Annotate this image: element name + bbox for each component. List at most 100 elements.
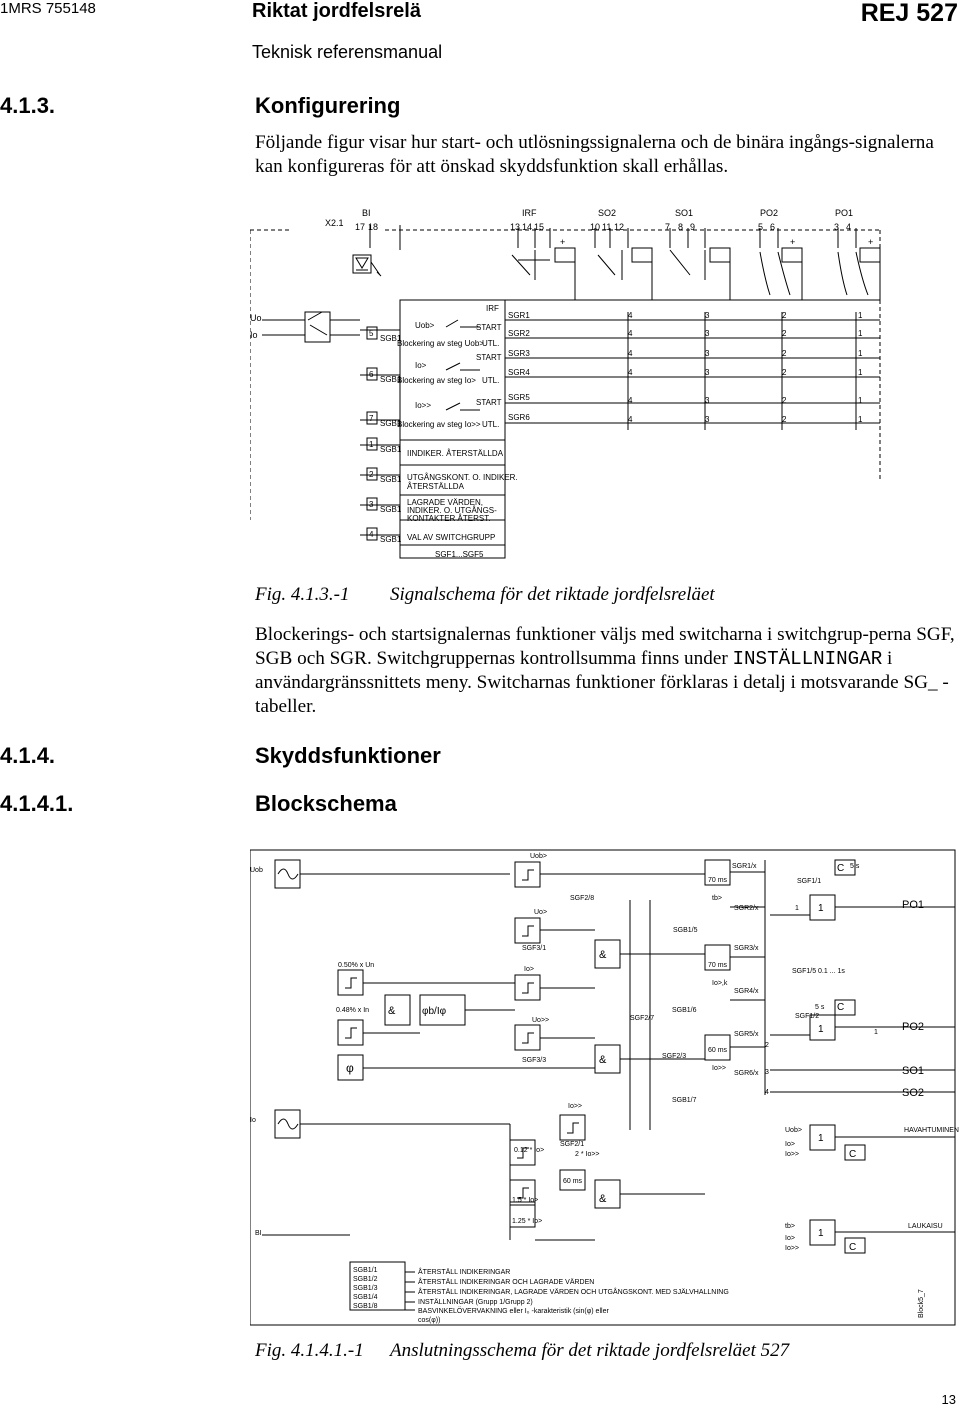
utl-label: UTL.	[482, 420, 499, 429]
utgang-label: UTGÅNGSKONT. O. INDIKER.	[407, 473, 518, 482]
input-uo: Uo	[250, 313, 262, 323]
diagram-label: Io>>	[712, 1065, 726, 1072]
matrix-number: 3	[705, 329, 710, 338]
terminal-number: 12	[614, 222, 624, 232]
diagram-label: 0.50% x Un	[338, 962, 374, 969]
sgb-label: SGB1	[380, 475, 402, 484]
matrix-number: 2	[782, 329, 787, 338]
figure1-label: Fig. 4.1.3.-1	[255, 584, 350, 605]
document-title: Riktat jordfelsrelä	[252, 0, 421, 22]
diagram-label: 1.25 * Io>	[512, 1218, 542, 1225]
and-gate: &	[599, 1054, 607, 1066]
matrix-number: 1	[858, 349, 863, 358]
section-title: Skyddsfunktioner	[255, 743, 441, 768]
switch-paragraph: Blockerings- och startsignalernas funkti…	[255, 623, 955, 719]
diagram-label: Io>	[524, 966, 534, 973]
terminal-so2: SO2	[598, 208, 616, 218]
diagram-label: 0.48% x In	[336, 1007, 369, 1014]
terminal-number: 18	[368, 222, 378, 232]
matrix-number: 4	[628, 349, 633, 358]
diagram-label: 1.5 * Io>	[512, 1197, 538, 1204]
diagram-label: SGR1/x	[732, 863, 757, 870]
section-number: 4.1.3.	[0, 93, 56, 118]
terminal-x21: X2.1	[325, 218, 344, 228]
signal-diagram: X2.1 BI IRF SO2 SO1 PO2 PO1 17 18 13 14 …	[250, 208, 881, 559]
matrix-number: 1	[858, 415, 863, 424]
diagram-label: SGR2/x	[734, 905, 759, 912]
diagram-label: 1	[818, 1228, 824, 1239]
intro-paragraph: Följande figur visar hur start- och utlö…	[255, 132, 934, 177]
phi-symbol: φ	[346, 1061, 354, 1075]
diagram-label: 1	[818, 903, 824, 914]
diagram-label: SGF1/5	[792, 968, 816, 975]
sgb-label: SGB1	[380, 505, 402, 514]
terminal-so1: SO1	[675, 208, 693, 218]
diagram-label: Uo>	[534, 909, 547, 916]
sgr-label: SGR4	[508, 368, 530, 377]
figure2-label: Fig. 4.1.4.1.-1	[255, 1340, 364, 1361]
figure1-caption: Signalschema för det riktade jordfelsrel…	[390, 584, 715, 605]
matrix-number: 3	[705, 396, 710, 405]
diagram-label: 70 ms	[708, 877, 728, 884]
section-title: Blockschema	[255, 791, 397, 816]
diagram-label: 1	[818, 1024, 824, 1035]
sgr-label: SGR1	[508, 311, 530, 320]
sgb-label: SGB1	[380, 535, 402, 544]
utgang-label: ÅTERSTÄLLDA	[407, 482, 465, 491]
diagram-label: SGF2/3	[662, 1053, 686, 1060]
diagram-label: 5 s	[850, 863, 860, 870]
diagram-label: SGB1/6	[672, 1007, 697, 1014]
and-gate: &	[388, 1005, 396, 1017]
block-uob-label: Blockering av steg Uob>	[397, 339, 484, 348]
terminal-bi: BI	[362, 208, 371, 218]
terminal-number: 11	[602, 222, 611, 232]
matrix-number: 3	[705, 349, 710, 358]
matrix-number: 2	[782, 349, 787, 358]
diagram-label: SGF1/1	[797, 878, 821, 885]
sgr-label: SGR6	[508, 413, 530, 422]
diagram-label: 60 ms	[708, 1047, 728, 1054]
terminal-irf: IRF	[522, 208, 537, 218]
sgb-number: 5	[369, 329, 374, 338]
terminal-number: 6	[770, 222, 775, 232]
menu-name: INSTÄLLNINGAR	[732, 648, 883, 670]
diagram-label: 5 s	[815, 1004, 825, 1011]
diagram-label: SGR6/x	[734, 1070, 759, 1077]
diagram-label: 2 * Io>>	[575, 1151, 600, 1158]
output-so1: SO1	[902, 1065, 924, 1077]
diagram-label: 0.1 ... 1s	[818, 968, 845, 975]
matrix-number: 3	[705, 368, 710, 377]
output-havarit: HAVAHTUMINEN	[904, 1127, 959, 1134]
terminal-number: 10	[590, 222, 600, 232]
diagram-label: SGF3/1	[522, 945, 546, 952]
diagram-label: 1	[795, 905, 799, 912]
terminal-number: 8	[678, 222, 683, 232]
terminal-number: 17	[355, 222, 365, 232]
sgr-label: SGR3	[508, 349, 530, 358]
page-number: 13	[941, 1392, 956, 1407]
lagrade-label: KONTAKTER ÅTERST.	[407, 514, 490, 523]
block-io-label: Blockering av steg Io>	[397, 376, 476, 385]
sgb-label: SGB1	[380, 445, 402, 454]
legend-sgb: SGB1/2	[353, 1276, 378, 1283]
product-name: REJ 527	[860, 0, 958, 27]
sgf-label: SGF1...SGF5	[435, 550, 484, 559]
section-number: 4.1.4.	[0, 743, 56, 768]
paragraph-text: i användargränssnittets meny. Switcharna…	[255, 648, 949, 717]
sgb-label: SGB1	[380, 419, 402, 428]
diagram-label: Io>>	[785, 1245, 799, 1252]
output-so2: SO2	[902, 1087, 924, 1099]
input-bi: BI	[255, 1230, 262, 1237]
and-gate: &	[599, 949, 607, 961]
diagram-label: Io>	[785, 1235, 795, 1242]
diagram-label: 0.12 * Io>	[514, 1147, 544, 1154]
matrix-number: 4	[628, 368, 633, 377]
diagram-label: SGF3/3	[522, 1057, 546, 1064]
legend-text: cos(φ))	[418, 1317, 440, 1324]
section-title: Konfigurering	[255, 93, 401, 118]
matrix-number: 3	[705, 311, 710, 320]
terminal-number: 4	[846, 222, 851, 232]
output-po1: PO1	[902, 899, 924, 911]
legend-text: BASVINKELÖVERVAKNING eller I₀ -karakteri…	[418, 1307, 609, 1315]
block-io2-label: Blockering av steg Io>>	[397, 420, 481, 429]
